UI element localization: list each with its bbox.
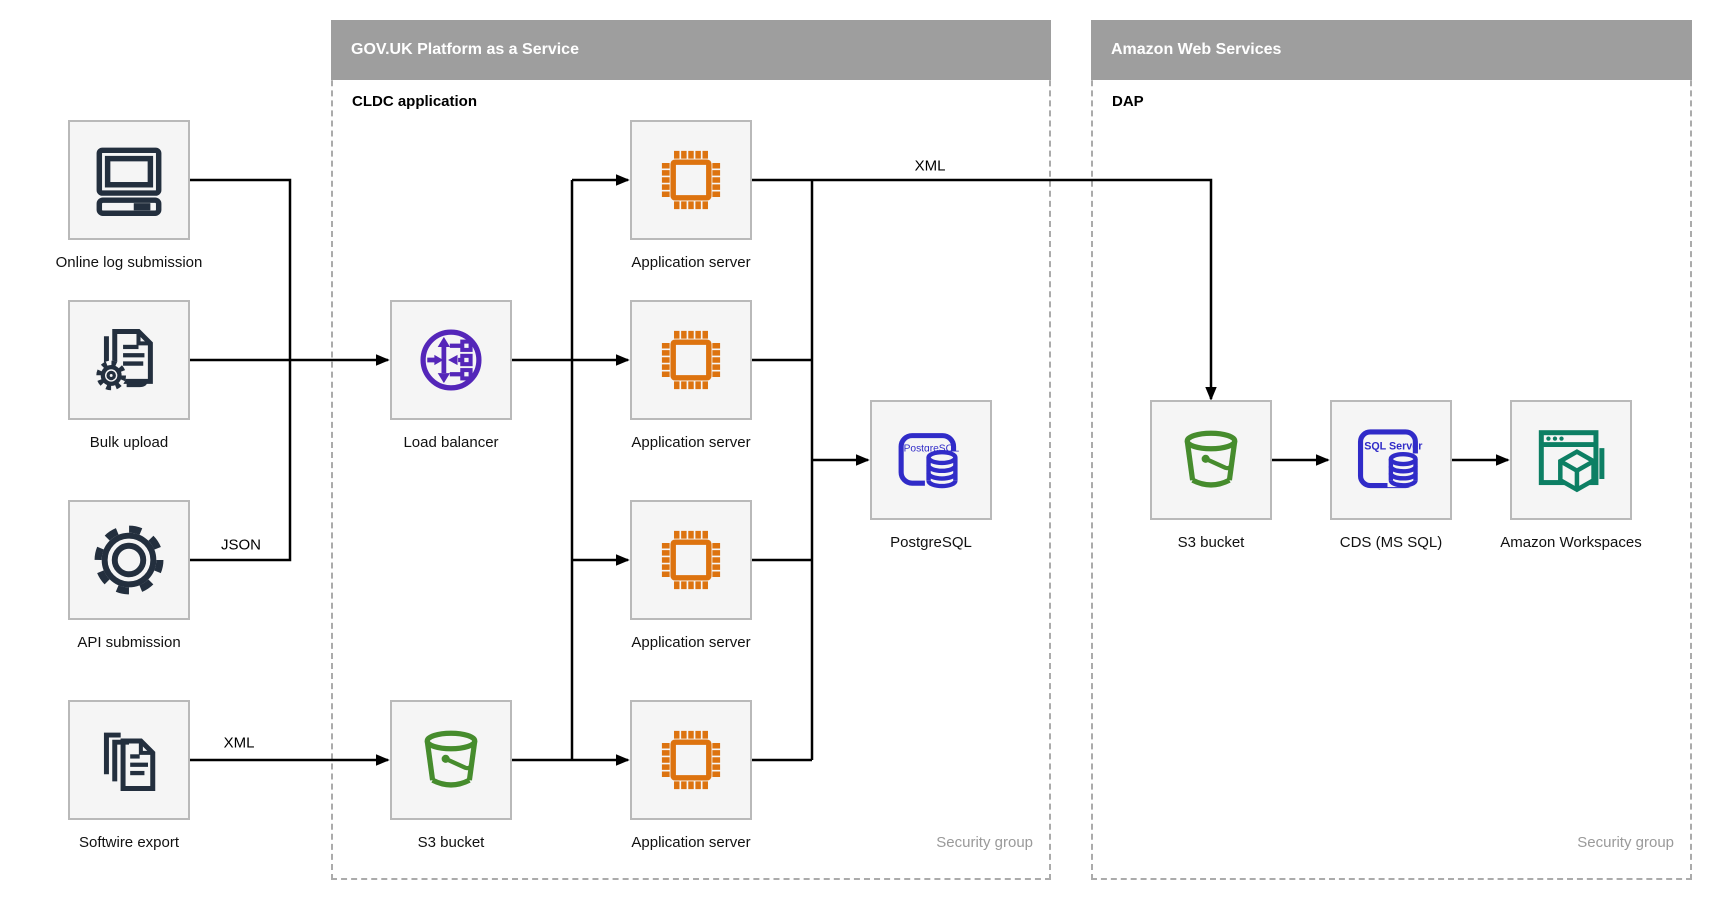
node-label-api-submission: API submission: [77, 634, 181, 651]
chip-icon: [661, 530, 721, 590]
node-application-server-3: [630, 500, 752, 620]
sql-server-icon: SQL Server: [1357, 429, 1423, 489]
document-gear-icon: [96, 329, 153, 391]
node-s3-bucket-govuk: [390, 700, 512, 820]
node-label-s3-bucket-govuk: S3 bucket: [417, 834, 485, 851]
node-postgresql: PostgreSQL: [870, 400, 992, 520]
node-label-load-balancer: Load balancer: [403, 434, 499, 451]
edge-xml-to-aws-s3: [812, 178, 1217, 401]
aws-title: Amazon Web Services: [1111, 41, 1282, 58]
edge-label-xml-softwire: XML: [223, 734, 255, 752]
node-label-postgresql: PostgreSQL: [890, 534, 972, 551]
node-load-balancer: [390, 300, 512, 420]
node-label-softwire-export: Softwire export: [78, 834, 180, 851]
node-label-online-log-submission: Online log submission: [55, 254, 203, 271]
computer-icon: [96, 147, 162, 216]
postgresql-icon-text: PostgreSQL: [904, 443, 960, 454]
node-label-bulk-upload: Bulk upload: [89, 434, 169, 451]
postgresql-icon: PostgreSQL: [898, 433, 960, 489]
aws-container: Amazon Web Services DAP Security group: [1091, 20, 1692, 880]
node-bulk-upload: [68, 300, 190, 420]
node-api-submission: [68, 500, 190, 620]
cldc-application-label: CLDC application: [352, 93, 478, 110]
node-label-amazon-workspaces: Amazon Workspaces: [1500, 534, 1642, 551]
node-softwire-export: [68, 700, 190, 820]
edge-sources-merge: [190, 178, 292, 562]
chip-icon: [661, 730, 721, 790]
govuk-security-group-label: Security group: [936, 834, 1033, 851]
edge-label-xml-aws: XML: [914, 157, 946, 175]
node-online-log-submission: [68, 120, 190, 240]
edge-appserver-outputs: [752, 178, 812, 762]
dap-label: DAP: [1112, 93, 1144, 110]
node-application-server-4: [630, 700, 752, 820]
aws-header: Amazon Web Services: [1091, 20, 1692, 80]
node-label-application-server-4: Application server: [631, 834, 751, 851]
workspaces-icon: [1538, 430, 1605, 493]
load-balancer-icon: [420, 329, 482, 391]
node-label-s3-bucket-aws: S3 bucket: [1177, 534, 1245, 551]
node-label-application-server-3: Application server: [631, 634, 751, 651]
node-label-application-server-1: Application server: [631, 254, 751, 271]
node-label-cds-ms-sql: CDS (MS SQL): [1339, 534, 1443, 551]
aws-security-group-label: Security group: [1577, 834, 1674, 851]
gear-icon: [94, 525, 164, 595]
node-amazon-workspaces: [1510, 400, 1632, 520]
node-label-application-server-2: Application server: [631, 434, 751, 451]
chip-icon: [661, 150, 721, 210]
chip-icon: [661, 330, 721, 390]
node-application-server-1: [630, 120, 752, 240]
s3-bucket-icon: [424, 730, 478, 788]
govuk-paas-container: GOV.UK Platform as a Service CLDC applic…: [331, 20, 1051, 880]
node-application-server-2: [630, 300, 752, 420]
govuk-paas-header: GOV.UK Platform as a Service: [331, 20, 1051, 80]
documents-stack-icon: [103, 732, 156, 791]
govuk-paas-title: GOV.UK Platform as a Service: [351, 41, 579, 58]
node-s3-bucket-aws: [1150, 400, 1272, 520]
edge-label-json: JSON: [220, 536, 262, 554]
s3-bucket-icon: [1184, 430, 1238, 488]
node-cds-ms-sql: SQL Server: [1330, 400, 1452, 520]
sql-server-icon-text: SQL Server: [1364, 441, 1423, 453]
